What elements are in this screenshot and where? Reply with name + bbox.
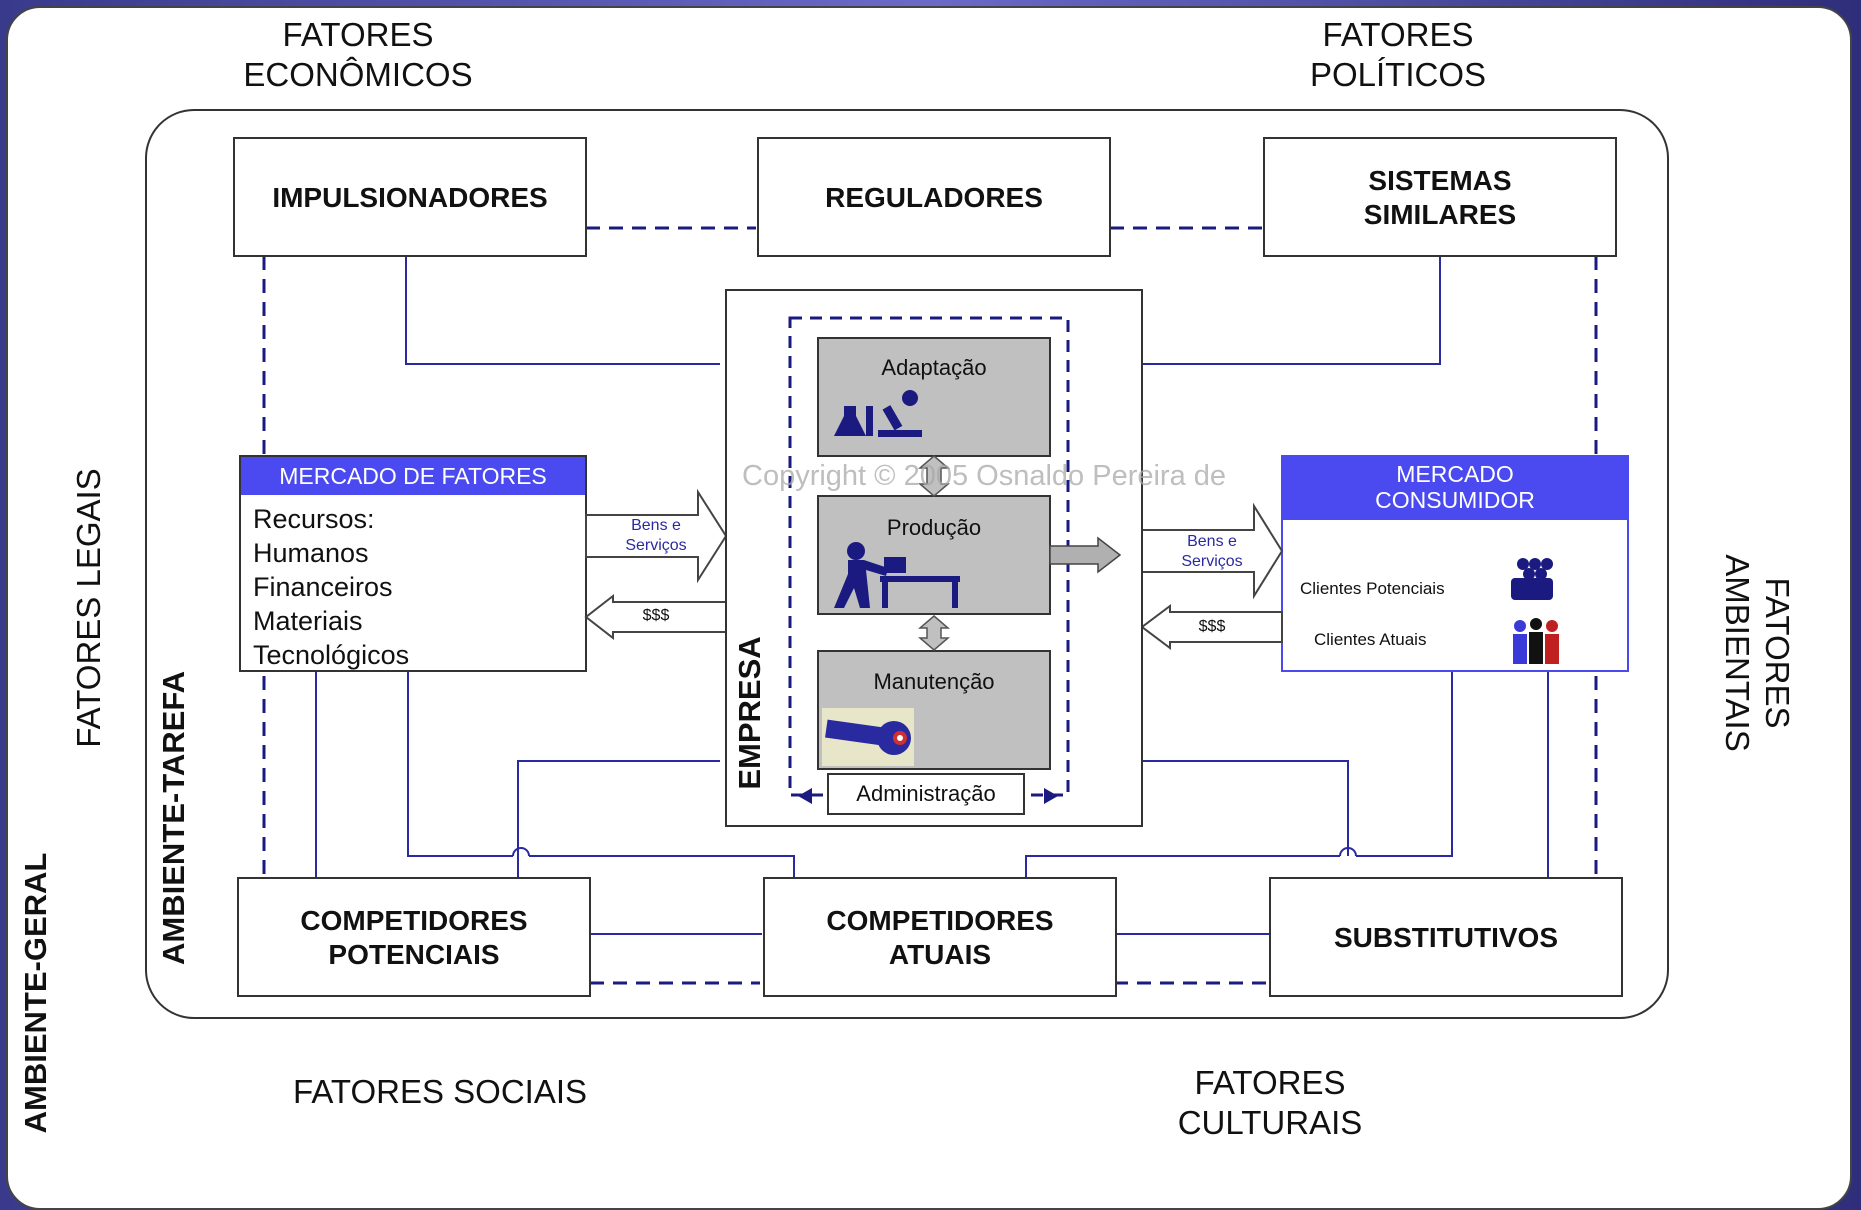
mercado-consumidor-box: MERCADO CONSUMIDOR Clientes Potenciais C… <box>1281 455 1629 672</box>
svg-text:AMBIENTAIS: AMBIENTAIS <box>1719 554 1756 751</box>
bens-servicos-arrow-right: Bens e Serviços <box>1141 502 1284 600</box>
svg-text:IMPULSIONADORES: IMPULSIONADORES <box>272 182 547 213</box>
svg-text:CONSUMIDOR: CONSUMIDOR <box>1375 487 1535 513</box>
fatores-sociais-label: FATORES SOCIAIS <box>293 1073 587 1110</box>
manutencao-box: Manutenção <box>817 650 1051 770</box>
business-environment-diagram: FATORES ECONÔMICOS FATORES POLÍTICOS FAT… <box>18 16 1796 1141</box>
fatores-politicos-label: FATORES POLÍTICOS <box>1310 16 1486 93</box>
svg-text:Administração: Administração <box>856 781 995 806</box>
worker-icon <box>834 542 960 608</box>
svg-text:POLÍTICOS: POLÍTICOS <box>1310 56 1486 93</box>
bens-servicos-arrow-left: Bens e Serviços <box>585 488 728 584</box>
svg-text:Tecnológicos: Tecnológicos <box>253 640 409 670</box>
svg-text:SISTEMAS: SISTEMAS <box>1368 165 1511 196</box>
svg-text:Materiais: Materiais <box>253 606 363 636</box>
ambiente-tarefa-label: AMBIENTE-TAREFA <box>156 671 191 965</box>
copyright-watermark: Copyright © 2005 Osnaldo Pereira de <box>742 460 1226 492</box>
svg-text:MERCADO: MERCADO <box>1396 461 1514 487</box>
svg-text:FATORES: FATORES <box>283 16 434 53</box>
dashed-boundary <box>262 226 1598 985</box>
svg-text:POTENCIAIS: POTENCIAIS <box>328 939 499 970</box>
dinheiro-arrow-left: $$$ <box>584 593 727 641</box>
clientes-atuais-label: Clientes Atuais <box>1314 630 1426 649</box>
administracao-box: Administração <box>798 773 1058 815</box>
svg-text:Serviços: Serviços <box>1181 553 1242 570</box>
svg-text:EMPRESA: EMPRESA <box>732 636 767 789</box>
producao-manutencao-double-arrow <box>917 615 951 651</box>
svg-text:REGULADORES: REGULADORES <box>825 182 1043 213</box>
impulsionadores-box: IMPULSIONADORES <box>233 137 587 257</box>
svg-text:$$$: $$$ <box>643 607 670 624</box>
svg-text:Serviços: Serviços <box>625 537 686 554</box>
fatores-ambientais-label: FATORES AMBIENTAIS <box>1719 554 1796 751</box>
clientes-potenciais-label: Clientes Potenciais <box>1300 579 1445 598</box>
svg-text:SUBSTITUTIVOS: SUBSTITUTIVOS <box>1334 922 1558 953</box>
mercado-fatores-box: MERCADO DE FATORES Recursos: Humanos Fin… <box>239 455 587 672</box>
producao-box: Produção <box>817 495 1051 615</box>
dinheiro-arrow-right: $$$ <box>1140 604 1283 650</box>
svg-text:Financeiros: Financeiros <box>253 572 393 602</box>
svg-text:FATORES: FATORES <box>1759 578 1796 729</box>
fatores-culturais-label: FATORES CULTURAIS <box>1178 1064 1363 1141</box>
competidores-atuais-box: COMPETIDORES ATUAIS <box>763 877 1117 997</box>
svg-text:MERCADO DE FATORES: MERCADO DE FATORES <box>279 463 547 489</box>
competidores-potenciais-box: COMPETIDORES POTENCIAIS <box>237 877 591 997</box>
reguladores-box: REGULADORES <box>757 137 1111 257</box>
svg-text:Manutenção: Manutenção <box>873 669 994 694</box>
production-output-arrow <box>1049 536 1122 574</box>
svg-text:Adaptação: Adaptação <box>881 355 986 380</box>
svg-text:FATORES: FATORES <box>1195 1064 1346 1101</box>
fatores-economicos-label: FATORES ECONÔMICOS <box>243 16 472 93</box>
svg-text:Bens e: Bens e <box>631 517 681 534</box>
wrench-icon <box>822 708 914 766</box>
svg-text:COMPETIDORES: COMPETIDORES <box>300 905 527 936</box>
diagram-frame: FATORES ECONÔMICOS FATORES POLÍTICOS FAT… <box>6 6 1852 1210</box>
people-icon <box>1513 618 1559 664</box>
adaptacao-box: Adaptação <box>817 337 1051 457</box>
adaptacao-producao-double-arrow <box>917 455 951 497</box>
svg-text:Produção: Produção <box>887 515 981 540</box>
substitutivos-box: SUBSTITUTIVOS <box>1269 877 1623 997</box>
svg-text:COMPETIDORES: COMPETIDORES <box>826 905 1053 936</box>
lab-equipment-icon <box>834 390 922 437</box>
svg-text:ATUAIS: ATUAIS <box>889 939 991 970</box>
svg-text:CULTURAIS: CULTURAIS <box>1178 1104 1363 1141</box>
svg-text:Bens e: Bens e <box>1187 533 1237 550</box>
sistemas-similares-box: SISTEMAS SIMILARES <box>1263 137 1617 257</box>
ambiente-geral-label: AMBIENTE-GERAL <box>18 853 53 1134</box>
svg-text:Recursos:: Recursos: <box>253 504 375 534</box>
fatores-legais-label: FATORES LEGAIS <box>70 468 107 747</box>
svg-text:ECONÔMICOS: ECONÔMICOS <box>243 56 472 93</box>
svg-text:SIMILARES: SIMILARES <box>1364 199 1516 230</box>
svg-text:Humanos: Humanos <box>253 538 369 568</box>
crowd-icon <box>1511 558 1553 600</box>
svg-text:$$$: $$$ <box>1199 618 1226 635</box>
svg-text:FATORES: FATORES <box>1323 16 1474 53</box>
connector-lines <box>315 256 1549 935</box>
